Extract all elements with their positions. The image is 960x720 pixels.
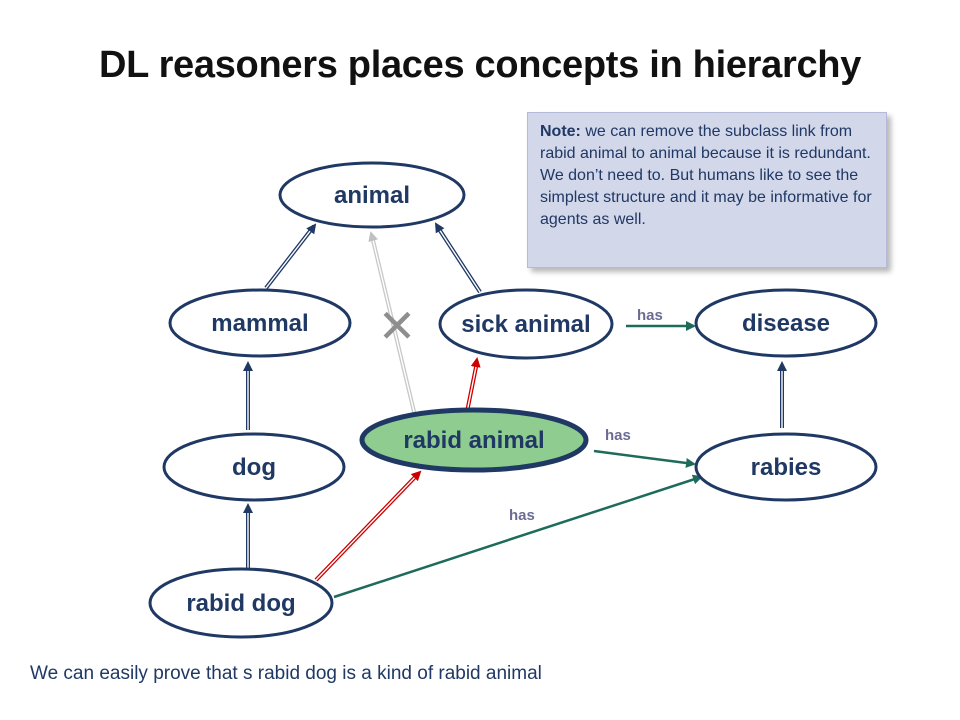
node-disease-label: disease — [742, 310, 830, 337]
edge-rabid-animal-has-rabies — [593, 449, 696, 468]
node-rabid-animal[interactable]: rabid animal — [359, 407, 589, 473]
has-label-rabid-animal: has — [605, 427, 631, 444]
node-mammal[interactable]: mammal — [168, 288, 352, 358]
removed-link-x-icon: ✕ — [378, 299, 417, 353]
node-sick-animal-label: sick animal — [461, 311, 590, 338]
note-label: Note: — [540, 123, 581, 140]
edge-rabid-animal-sick-animal — [465, 357, 481, 413]
node-rabid-animal-label: rabid animal — [403, 427, 544, 454]
has-label-rabid-dog: has — [509, 507, 535, 524]
edge-rabid-dog-has-rabies — [333, 474, 703, 599]
node-mammal-label: mammal — [211, 310, 308, 337]
slide-title: DL reasoners places concepts in hierarch… — [98, 44, 862, 86]
node-rabid-dog[interactable]: rabid dog — [148, 567, 334, 639]
node-animal-label: animal — [334, 182, 410, 209]
edge-rabid-animal-animal-removed — [368, 231, 418, 421]
note-text: we can remove the subclass link from rab… — [540, 123, 872, 228]
node-disease[interactable]: disease — [694, 288, 878, 358]
node-rabies[interactable]: rabies — [694, 432, 878, 502]
node-rabies-label: rabies — [751, 454, 822, 481]
node-dog-label: dog — [232, 454, 276, 481]
node-animal[interactable]: animal — [278, 161, 466, 229]
edge-mammal-animal — [264, 223, 317, 290]
caption: We can easily prove that s rabid dog is … — [30, 663, 542, 684]
node-dog[interactable]: dog — [162, 432, 346, 502]
has-label-sick-animal: has — [637, 307, 663, 324]
note-box: Note: we can remove the subclass link fr… — [527, 112, 887, 268]
edge-rabid-dog-rabid-animal — [314, 470, 422, 582]
node-sick-animal[interactable]: sick animal — [438, 288, 614, 360]
node-rabid-dog-label: rabid dog — [186, 590, 295, 617]
edge-sick-animal-animal — [434, 222, 482, 294]
